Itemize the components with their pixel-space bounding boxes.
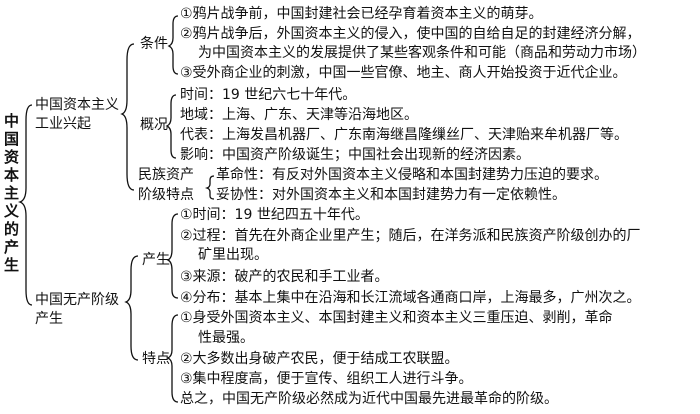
conditions-item-2: ②鸦片战争后，外国资本主义的侵入，使中国的自给自足的封建经济分解，: [180, 26, 641, 42]
root-title: 中国资本主义的产生: [4, 112, 20, 274]
branch1-label-line1: 中国资本主义: [35, 97, 119, 113]
conditions-brace: [167, 15, 179, 75]
features-label: 特点: [142, 351, 170, 367]
branch2-brace: [124, 255, 139, 361]
overview-item-time: 时间：19 世纪六七十年代。: [180, 87, 357, 103]
overview-item-representative: 代表：上海发昌机器厂、广东南海继昌隆缫丝厂、天津贻来牟机器厂等。: [180, 127, 628, 143]
branch1-label-line2: 工业兴起: [35, 116, 91, 132]
features-item-alliance: ②大多数出身破产农民，便于结成工农联盟。: [180, 351, 459, 367]
conditions-item-3: 为中国资本主义的发展提供了某些客观条件和可能（商品和劳动力市场）: [198, 45, 646, 61]
emergence-item-time: ①时间：19 世纪四五十年代。: [180, 207, 369, 223]
emergence-brace: [166, 213, 179, 299]
root-brace: [17, 104, 33, 306]
overview-item-impact: 影响：中国资产阶级诞生；中国社会出现新的经济因素。: [180, 147, 530, 163]
bourgeoisie-label-line2: 阶级特点: [138, 187, 194, 203]
features-item-oppression-cont: 性最强。: [198, 330, 254, 346]
branch2-label-line2: 产生: [35, 311, 63, 327]
branch2-label-line1: 中国无产阶级: [35, 292, 119, 308]
features-brace: [166, 314, 179, 403]
branch1-brace: [120, 43, 135, 191]
overview-label: 概况: [140, 117, 168, 133]
emergence-item-process-cont: 矿里出现。: [198, 247, 268, 263]
features-item-concentration: ③集中程度高，便于宣传、组织工人进行斗争。: [180, 371, 473, 387]
bourgeoisie-brace: [204, 175, 215, 200]
bourgeoisie-label-line1: 民族资产: [138, 167, 194, 183]
conditions-item-4: ③受外商企业的刺激，中国一些官僚、地主、商人开始投资于近代企业。: [180, 65, 627, 81]
conditions-label: 条件: [140, 36, 168, 52]
conditions-item-1: ①鸦片战争前，中国封建社会已经孕育着资本主义的萌芽。: [180, 6, 543, 22]
bourgeoisie-item-compromise: 妥协性：对外国资本主义和本国封建势力有一定依赖性。: [216, 187, 566, 203]
bourgeoisie-item-revolutionary: 革命性：有反对外国资本主义侵略和本国封建势力压迫的要求。: [216, 167, 608, 183]
emergence-item-source: ③来源：破产的农民和手工业者。: [180, 269, 389, 285]
overview-brace: [165, 94, 177, 159]
overview-item-region: 地域：上海、广东、天津等沿海地区。: [180, 107, 418, 123]
features-summary: 总之，中国无产阶级必然成为近代中国最先进最革命的阶级。: [180, 391, 558, 407]
emergence-item-distribution: ④分布：基本上集中在沿海和长江流域各通商口岸，上海最多，广州次之。: [180, 290, 641, 306]
emergence-item-process: ②过程：首先在外商企业里产生；随后，在洋务派和民族资产阶级创办的厂: [180, 228, 641, 244]
emergence-label: 产生: [142, 252, 170, 268]
features-item-oppression: ①身受外国资本主义、本国封建主义和资本主义三重压迫、剥削，革命: [180, 310, 613, 326]
